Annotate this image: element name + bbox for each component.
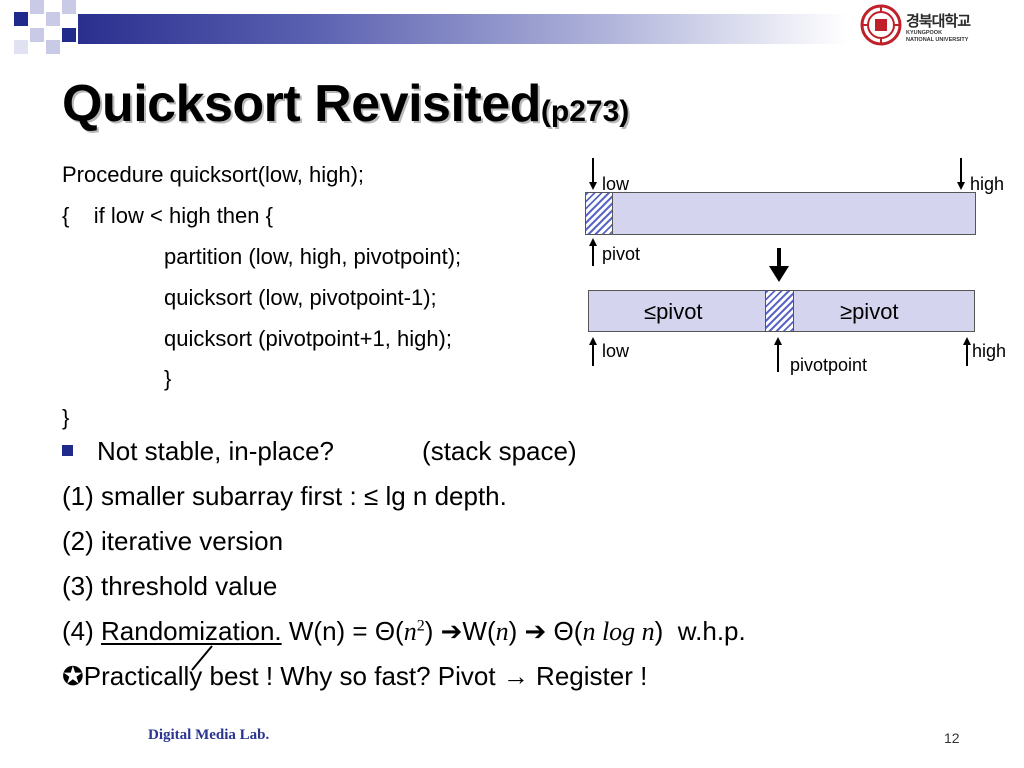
page-reference: (p273) (540, 95, 630, 128)
randomization-label: Randomization. (101, 616, 282, 646)
item-5: ✪Practically best ! Why so fast? Pivot →… (62, 661, 648, 692)
left-partition-label: ≤pivot (644, 299, 703, 324)
right-arrow-icon: ➔ (524, 617, 547, 647)
right-partition-label: ≥pivot (840, 299, 899, 324)
pivot-label: pivot (602, 244, 641, 264)
pivotpoint-label: pivotpoint (790, 355, 868, 375)
annotation-stroke (191, 645, 213, 671)
bullet-square-icon (62, 445, 73, 456)
code-line-4: quicksort (low, pivotpoint-1); (164, 285, 437, 310)
item-1: (1) smaller subarray first : ≤ lg n dept… (62, 481, 507, 511)
code-line-3: partition (low, high, pivotpoint); (164, 244, 462, 269)
bottom-high-label: high (972, 341, 1007, 361)
item-3: (3) threshold value (62, 571, 278, 601)
star-icon: ✪ (62, 662, 84, 692)
top-low-label: low (602, 174, 630, 194)
code-line-5: quicksort (pivotpoint+1, high); (164, 326, 452, 351)
pivot-cell (585, 192, 613, 235)
item-4: (4) Randomization. W(n) = Θ(n2) ➔W(n) ➔ … (62, 616, 746, 647)
partition-diagram: low high pivot ≤pivot ≥pivot low high pi… (560, 150, 1020, 380)
code-line-2: { if low < high then { (62, 203, 273, 228)
university-seal-icon (860, 4, 902, 46)
logo-korean-name: 경북대학교 (906, 12, 971, 30)
code-line-1: Procedure quicksort(low, high); (62, 162, 365, 187)
item-2: (2) iterative version (62, 526, 284, 556)
footer-lab-name: Digital Media Lab. (148, 727, 270, 743)
header-decoration (0, 0, 1024, 60)
bottom-low-label: low (602, 341, 630, 361)
university-logo: 경북대학교 KYUNGPOOK NATIONAL UNIVERSITY (860, 4, 990, 48)
code-line-6: } (164, 366, 172, 391)
logo-english-name: KYUNGPOOK NATIONAL UNIVERSITY (906, 30, 969, 43)
top-array (585, 192, 976, 235)
page-number: 12 (944, 730, 960, 746)
top-high-label: high (970, 174, 1005, 194)
pivotpoint-cell (765, 290, 794, 332)
diagram-arrows (589, 158, 971, 372)
code-line-7: } (62, 405, 70, 430)
right-arrow-icon: ➔ (440, 617, 463, 647)
bullet-stability: Not stable, in-place?(stack space) (62, 436, 577, 467)
slide-title: Quicksort Revisited(p273) (62, 75, 630, 133)
